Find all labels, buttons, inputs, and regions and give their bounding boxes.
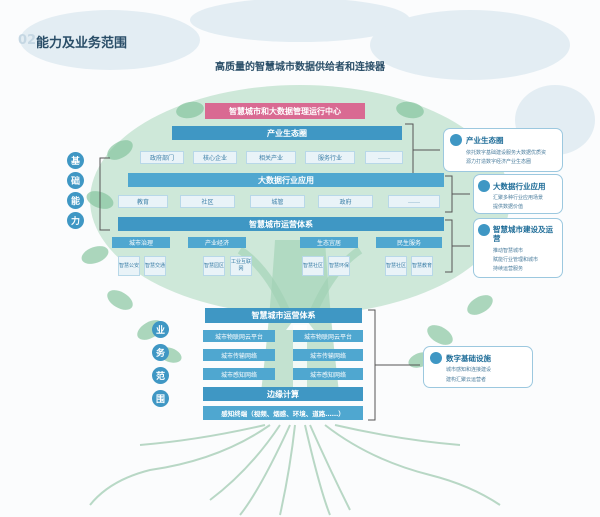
industry-item-2: 核心企业 (193, 151, 237, 164)
business-char-2: 务 (152, 344, 169, 361)
industry-item-4: 服务行业 (305, 151, 355, 164)
trunk-row-1-right: 城市物联网云平台 (293, 330, 363, 342)
operation-system-title: 智慧城市运营体系 (118, 217, 444, 231)
business-char-3: 范 (152, 367, 169, 384)
group-sub-4b: 智慧教育 (411, 256, 433, 276)
industry-item-1: 政府部门 (140, 151, 184, 164)
section-number: 02 (18, 33, 37, 48)
panel-infrastructure: 数字基础设施 城市感知和连接建设 建构汇聚云运营者 (423, 346, 533, 388)
group-sub-2b: 工业互联网 (230, 256, 252, 276)
panel-bigdata: 大数据行业应用 汇聚多种行业应用场景 提供数据价值 (473, 174, 563, 214)
panel-infrastructure-title: 数字基础设施 (446, 354, 491, 363)
foundation-char-4: 力 (67, 212, 84, 229)
industry-panel-icon (450, 134, 462, 146)
trunk-title: 智慧城市运营体系 (205, 308, 362, 323)
top-banner: 智慧城市和大数据管理运行中心 (205, 103, 365, 119)
big-data-item-3: 城管 (250, 195, 305, 208)
panel-industry-line-2: 源力打造数字经济产业生态圈 (466, 159, 532, 165)
big-data-item-2: 社区 (180, 195, 235, 208)
trunk-row-2-right: 城市传输网络 (293, 349, 363, 361)
trunk-row-3-right: 城市感知网络 (293, 368, 363, 380)
big-data-item-5: …… (388, 195, 440, 208)
group-label-2: 产业经济 (188, 237, 246, 248)
group-sub-2a: 智慧园区 (203, 256, 225, 276)
group-label-1: 城市治理 (112, 237, 170, 248)
sensing-terminals: 感知终端（视频、烟感、环境、道路……） (203, 406, 363, 420)
industry-ecology-title: 产业生态圈 (172, 126, 402, 140)
business-char-4: 围 (152, 390, 169, 407)
edge-computing: 边缘计算 (203, 387, 363, 401)
panel-infrastructure-line-1: 城市感知和连接建设 (446, 367, 492, 373)
panel-bigdata-line-1: 汇聚多种行业应用场景 (493, 195, 544, 201)
group-label-4: 民生服务 (376, 237, 442, 248)
panel-bigdata-line-2: 提供数据价值 (493, 204, 524, 210)
big-data-item-1: 教育 (118, 195, 168, 208)
panel-industry-title: 产业生态圈 (466, 136, 504, 145)
group-sub-3a: 智慧社区 (302, 256, 324, 276)
panel-industry: 产业生态圈 依托数字基础建设服务大数据优质资 源力打造数字经济产业生态圈 (443, 128, 563, 172)
business-char-1: 业 (152, 321, 169, 338)
panel-industry-line-1: 依托数字基础建设服务大数据优质资 (466, 150, 547, 156)
panel-operation: 智慧城市建设及运营 推动智慧城市 赋能行业管理和城市 持续运营服务 (473, 218, 563, 278)
operation-panel-icon (478, 224, 490, 236)
main-title: 高质量的智慧城市数据供给者和连接器 (215, 62, 385, 73)
trunk-row-1-left: 城市物联网云平台 (203, 330, 275, 342)
panel-operation-line-2: 赋能行业管理和城市 (493, 257, 539, 263)
foundation-char-3: 能 (67, 192, 84, 209)
foundation-char-2: 础 (67, 172, 84, 189)
group-sub-3b: 智慧环保 (328, 256, 350, 276)
big-data-item-4: 政府 (318, 195, 373, 208)
panel-bigdata-title: 大数据行业应用 (493, 182, 546, 191)
trunk-row-3-left: 城市感知网络 (203, 368, 275, 380)
panel-operation-title: 智慧城市建设及运营 (493, 225, 553, 243)
foundation-char-1: 基 (67, 152, 84, 169)
section-title: 能力及业务范围 (36, 36, 128, 51)
trunk-row-2-left: 城市传输网络 (203, 349, 275, 361)
infrastructure-panel-icon (430, 352, 442, 364)
panel-operation-line-1: 推动智慧城市 (493, 248, 524, 254)
big-data-title: 大数据行业应用 (128, 173, 444, 187)
group-sub-4a: 智慧社区 (385, 256, 407, 276)
panel-infrastructure-line-2: 建构汇聚云运营者 (446, 377, 487, 383)
panel-operation-line-3: 持续运营服务 (493, 266, 524, 272)
group-label-3: 生态宜居 (300, 237, 358, 248)
industry-item-3: 相关产业 (246, 151, 296, 164)
bigdata-panel-icon (478, 180, 490, 192)
industry-item-5: …… (365, 151, 403, 164)
group-sub-1a: 智慧公安 (118, 256, 140, 276)
group-sub-1b: 智慧交通 (144, 256, 166, 276)
